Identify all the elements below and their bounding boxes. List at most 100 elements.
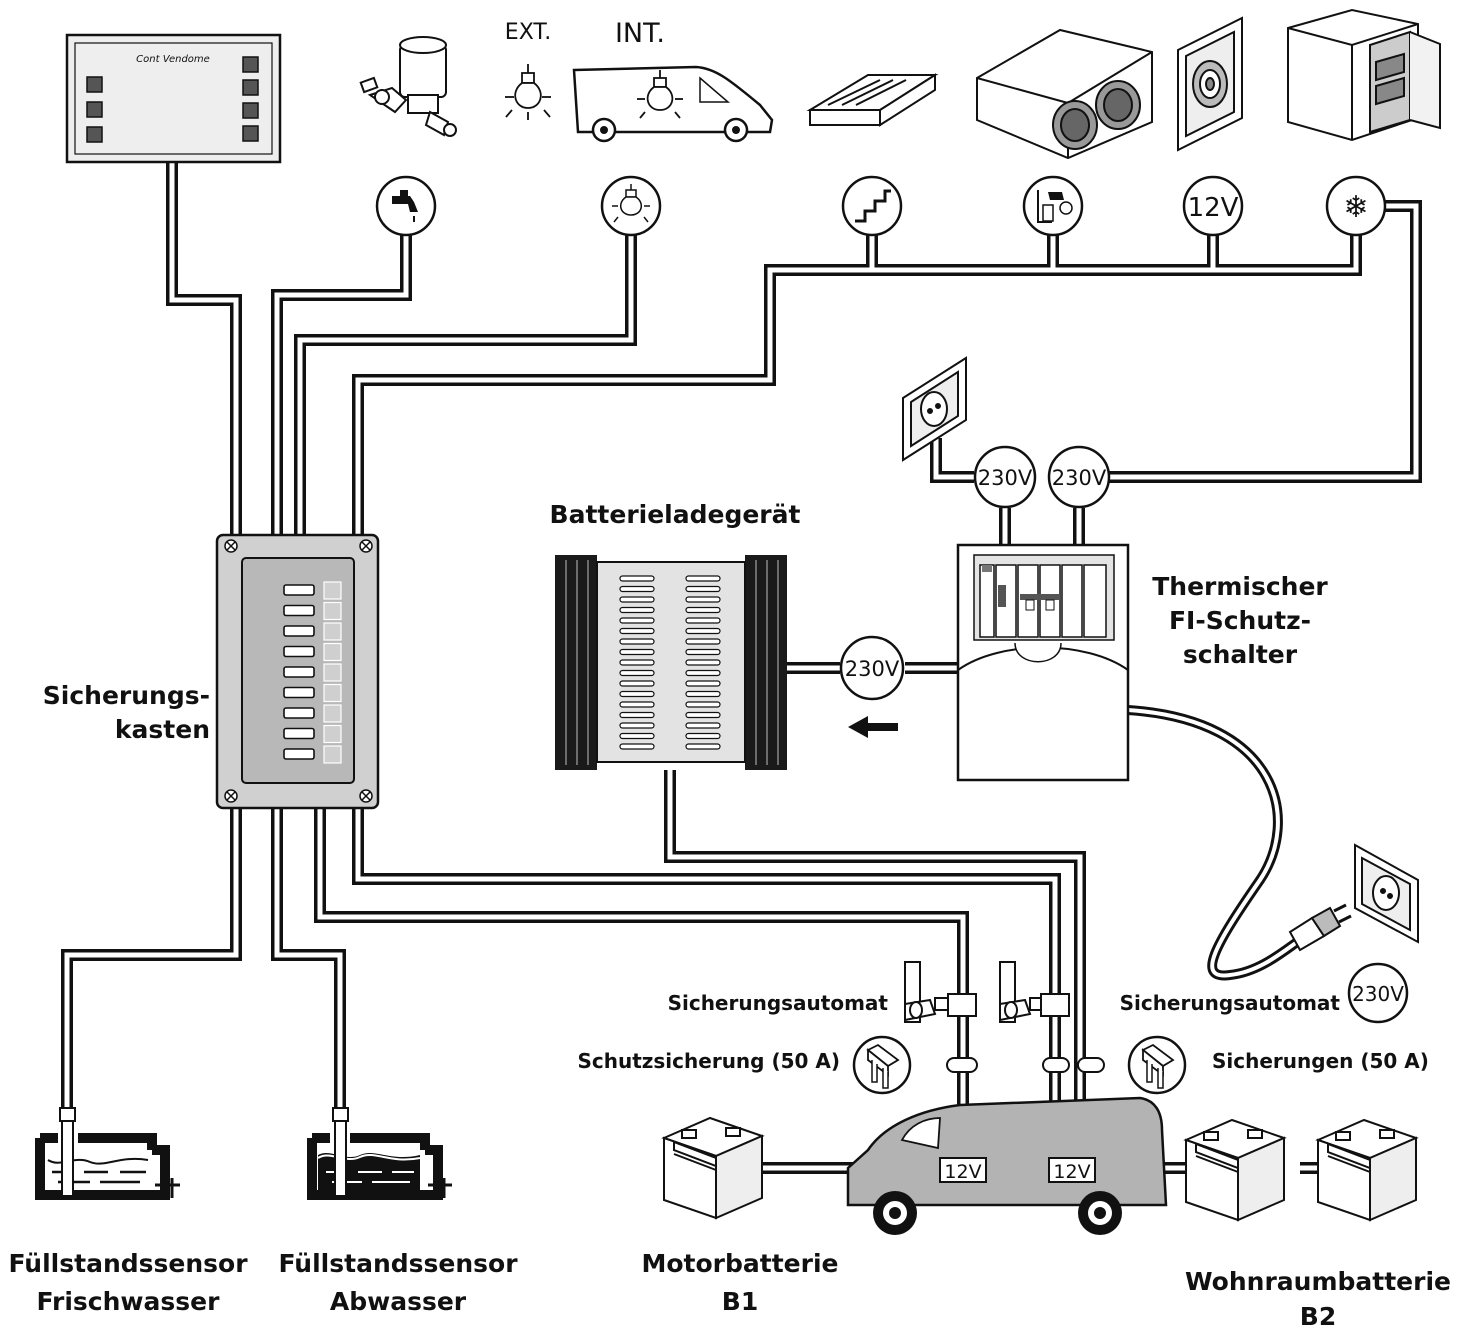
fuse-right-label: Sicherungen (50 A) — [1212, 1049, 1429, 1073]
heater-icon — [1022, 175, 1084, 237]
fuse-slot-socket — [323, 581, 342, 600]
fuse-slot — [283, 707, 315, 719]
vent-slot — [685, 701, 721, 708]
breaker-right-label: Sicherungsautomat — [1120, 991, 1341, 1015]
battery-motor-label: Motorbatterie B1 — [642, 1249, 839, 1316]
fuse-slot-socket — [323, 704, 342, 723]
fuse-slot-socket — [323, 663, 342, 682]
arrow-left-icon — [848, 716, 898, 738]
vent-slot — [619, 743, 655, 750]
230v-mains-label: 230V — [1352, 982, 1404, 1006]
230v-charger-label: 230V — [845, 657, 900, 681]
230v-ac-label: 230V — [1052, 466, 1107, 490]
vent-slot — [685, 690, 721, 698]
vent-slot — [619, 648, 655, 656]
light-bulb-icon — [600, 175, 662, 237]
circuit-breaker-right — [999, 961, 1070, 1023]
vent-slot — [685, 638, 721, 645]
electric-step — [806, 73, 939, 127]
motor-battery — [661, 1116, 765, 1220]
water-pump — [359, 36, 457, 137]
svg-text:Motorbatterie: Motorbatterie — [642, 1249, 839, 1278]
van-interior — [572, 65, 774, 143]
sensor-fresh-label: Füllstandssensor Frischwasser — [8, 1249, 248, 1316]
vent-slot — [619, 659, 655, 666]
van-12v-motor: 12V — [944, 1161, 981, 1183]
control-panel: Cont Vendome — [65, 33, 282, 164]
light-int-label: INT. — [615, 18, 665, 49]
vent-slot — [619, 701, 655, 708]
vent-slot — [619, 606, 655, 614]
step-icon — [841, 175, 903, 237]
rcd-label: Thermischer FI-Schutz- schalter — [1152, 572, 1328, 669]
vent-slot — [619, 690, 655, 698]
vent-slot — [619, 711, 655, 719]
panel-brand: Cont Vendome — [136, 54, 210, 65]
vent-slot — [685, 648, 721, 656]
svg-text:B1: B1 — [722, 1287, 758, 1316]
230v-socket-label: 230V — [978, 466, 1033, 490]
vent-slot — [619, 627, 655, 635]
van: 12V 12V — [846, 1096, 1168, 1235]
vent-slot — [619, 585, 655, 593]
fuse-slot-socket — [323, 622, 342, 641]
230v-socket-icon: 230V — [973, 445, 1037, 509]
fuse-slot — [283, 645, 315, 658]
charger-label: Batterieladegerät — [550, 500, 801, 529]
wall-socket-bottom — [1354, 843, 1419, 944]
fuse-slot-socket — [323, 601, 342, 621]
fuse-left-label: Schutzsicherung (50 A) — [577, 1049, 840, 1073]
plug-icon — [1288, 903, 1352, 952]
svg-text:Wohnraumbatterie: Wohnraumbatterie — [1185, 1267, 1451, 1296]
fuse-slot-socket — [323, 724, 342, 744]
fuse-box-label: Sicherungs- kasten — [43, 681, 210, 744]
fuse-icon-left — [852, 1035, 912, 1095]
fuse-slot-socket — [323, 683, 342, 703]
vent-slot — [685, 575, 721, 582]
230v-mains-icon: 230V — [1347, 962, 1409, 1024]
vent-slot — [685, 627, 721, 635]
inline-fuses — [946, 1057, 1105, 1073]
light-ext-label: EXT. — [505, 20, 551, 45]
svg-text:B2: B2 — [1300, 1302, 1336, 1329]
vent-slot — [685, 617, 721, 624]
vent-slot — [619, 722, 655, 729]
heater — [976, 28, 1153, 160]
vent-slot — [685, 659, 721, 666]
fuse-slot-socket — [323, 745, 342, 764]
vent-slot — [619, 638, 655, 645]
ext-bulb-icon — [505, 64, 551, 120]
water-pump-icon — [375, 175, 437, 237]
fuse-slot-socket — [323, 642, 342, 662]
battery-charger — [555, 555, 787, 770]
svg-text:Füllstandssensor: Füllstandssensor — [278, 1249, 518, 1278]
fuse-icon-right — [1127, 1035, 1187, 1095]
svg-text:Frischwasser: Frischwasser — [37, 1287, 221, 1316]
svg-text:kasten: kasten — [115, 715, 210, 744]
vent-slot — [619, 732, 655, 740]
12v-socket-icon: 12V — [1182, 175, 1244, 237]
vent-slot — [685, 711, 721, 719]
refrigerator — [1287, 8, 1441, 142]
vent-slot — [619, 596, 655, 603]
fuse-slot — [283, 604, 315, 617]
living-battery-1 — [1183, 1118, 1287, 1222]
svg-text:Abwasser: Abwasser — [330, 1287, 467, 1316]
fridge-icon: ❄ — [1325, 175, 1387, 237]
vent-slot — [685, 722, 721, 729]
vent-slot — [619, 669, 655, 677]
vent-slot — [619, 680, 655, 687]
vent-slot — [685, 743, 721, 750]
vent-slot — [685, 606, 721, 614]
vent-slot — [685, 596, 721, 603]
vent-slot — [619, 617, 655, 624]
svg-text:Sicherungs-: Sicherungs- — [43, 681, 210, 710]
wires — [61, 162, 1422, 1174]
vent-slot — [685, 585, 721, 593]
fuse-slot — [283, 686, 315, 699]
waste-water-tank — [307, 1107, 452, 1200]
svg-text:schalter: schalter — [1183, 640, 1298, 669]
circuit-breaker-left — [904, 961, 977, 1023]
fuse-slot — [283, 666, 315, 678]
